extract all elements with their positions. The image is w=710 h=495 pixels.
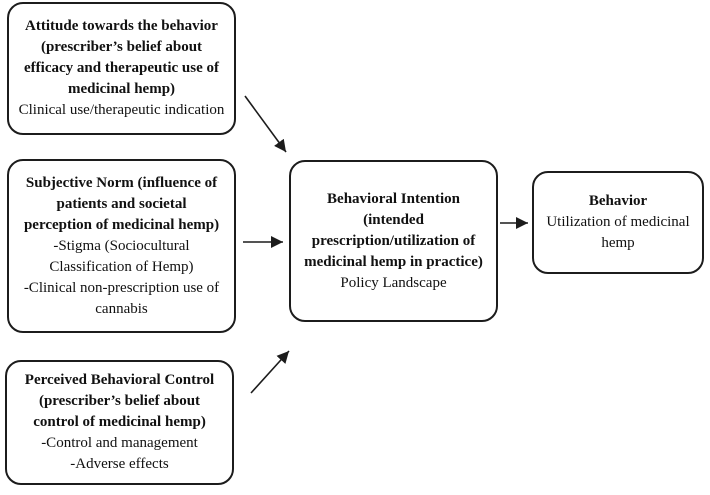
box-behavior-line: Utilization of medicinal hemp bbox=[546, 214, 690, 251]
arrow-perceived-control-to-intention bbox=[250, 350, 290, 394]
box-perceived-control-title: Perceived Behavioral Control (prescriber… bbox=[24, 372, 215, 430]
box-attitude-line: Clinical use/therapeutic indication bbox=[18, 102, 225, 118]
box-behavioral-intention-line: Policy Landscape bbox=[340, 274, 447, 291]
box-perceived-control: Perceived Behavioral Control (prescriber… bbox=[5, 360, 234, 485]
box-attitude: Attitude towards the behavior (prescribe… bbox=[7, 2, 236, 135]
box-behavioral-intention-title: Behavioral Intention (intended prescript… bbox=[304, 190, 483, 270]
arrow-attitude-to-intention bbox=[244, 95, 287, 153]
box-attitude-title: Attitude towards the behavior (prescribe… bbox=[24, 18, 219, 97]
box-behavior-title: Behavior bbox=[588, 193, 648, 209]
box-subjective-norm-line: -Clinical non-prescription use of cannab… bbox=[23, 279, 220, 317]
box-behavioral-intention: Behavioral Intention (intended prescript… bbox=[289, 160, 498, 322]
box-perceived-control-line: -Control and management bbox=[41, 435, 198, 451]
box-perceived-control-line: -Adverse effects bbox=[70, 456, 169, 472]
box-subjective-norm: Subjective Norm (influence of patients a… bbox=[7, 159, 236, 333]
box-behavior: Behavior Utilization of medicinal hemp bbox=[532, 171, 704, 274]
box-subjective-norm-line: -Stigma (Sociocultural Classification of… bbox=[49, 237, 194, 275]
box-subjective-norm-title: Subjective Norm (influence of patients a… bbox=[23, 174, 220, 233]
